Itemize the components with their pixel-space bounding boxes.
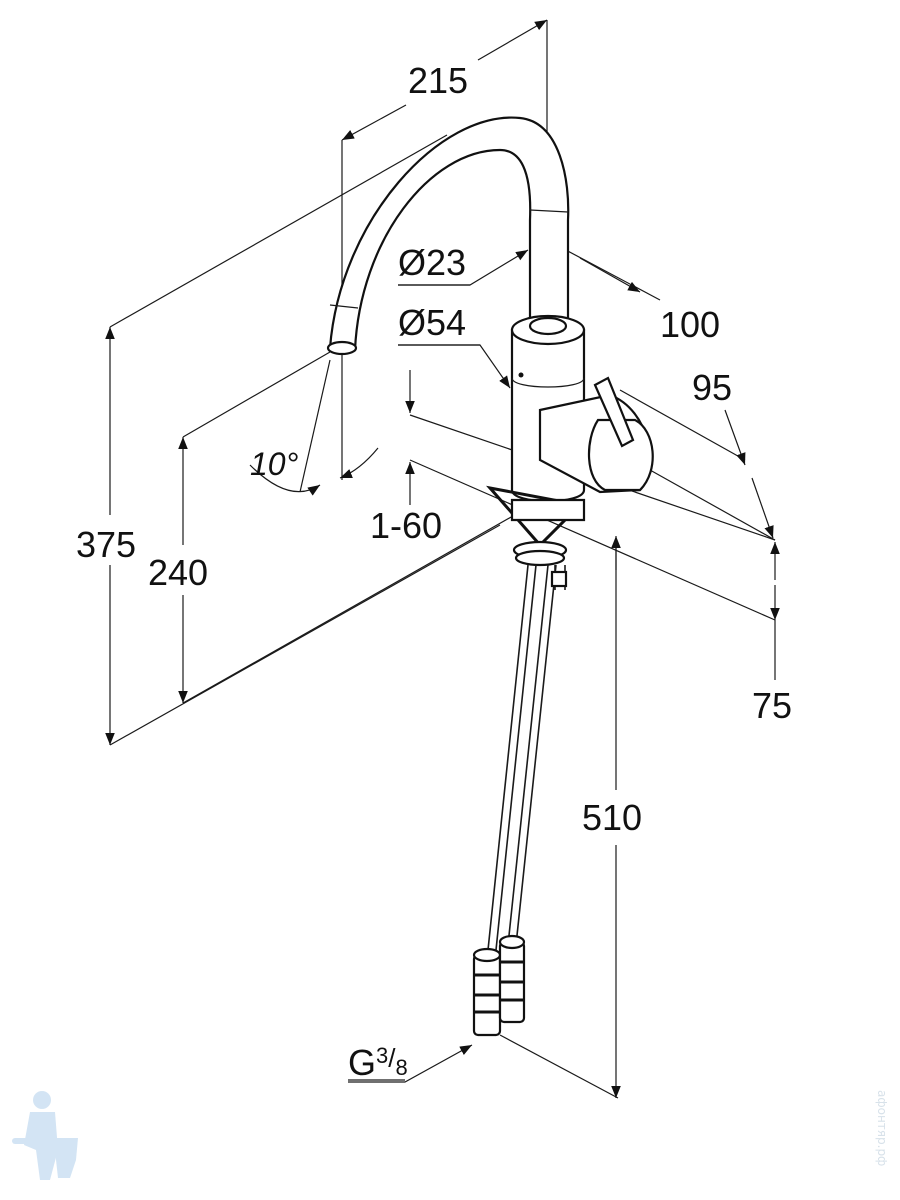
watermark-text: афонтяр.рф	[875, 1090, 889, 1166]
plumber-mascot-icon	[12, 1091, 78, 1180]
dim-angle-arc-right	[339, 447, 379, 479]
extension-lines	[109, 20, 776, 1099]
dim-95-top	[724, 409, 746, 466]
dim-d23-leader	[398, 249, 529, 286]
dim-95-bottom	[751, 477, 774, 539]
label-spout-diameter: Ø23	[398, 242, 466, 283]
dim-215-right	[477, 19, 548, 61]
dimension-labels: 215 Ø23 Ø54 100 95 10° 1-60 375 240 75 5…	[76, 60, 792, 1083]
label-spout-reach: 215	[408, 60, 468, 101]
dim-angle-arc-left	[249, 464, 321, 496]
label-thread: G3/8	[348, 1042, 408, 1083]
label-handle-offset: 95	[692, 367, 732, 408]
faucet	[326, 116, 654, 1037]
label-outlet-height: 240	[148, 552, 208, 593]
supply-hoses	[487, 564, 568, 951]
label-spout-angle: 10°	[250, 446, 299, 482]
lever-handle	[593, 376, 635, 448]
hose-connectors	[472, 934, 526, 1037]
label-total-height: 375	[76, 524, 136, 565]
label-base-height: 75	[752, 685, 792, 726]
label-deck-thickness: 1-60	[370, 505, 442, 546]
dim-d54-leader	[398, 344, 511, 389]
label-body-diameter: Ø54	[398, 302, 466, 343]
dim-thread-leader	[348, 1044, 473, 1083]
dim-215-left	[341, 104, 407, 141]
label-spout-axis: 100	[660, 304, 720, 345]
dimension-lines	[105, 19, 780, 1098]
label-hose-length: 510	[582, 797, 642, 838]
